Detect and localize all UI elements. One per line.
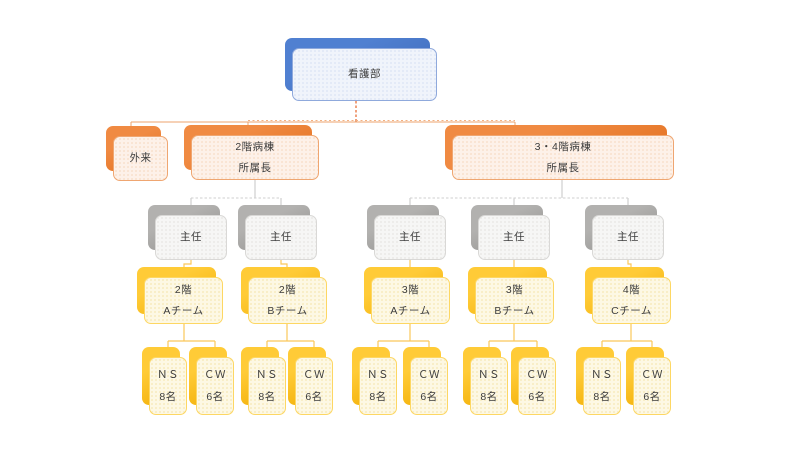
connector-team1-staff [167,324,216,357]
staff-role: ＮＳ [157,369,179,381]
staff-role: ＮＳ [591,369,613,381]
node-label: 主任 [503,231,525,244]
node-team-2f-a: 2階 Aチーム [137,267,223,324]
node-ward-3-4f: 3・4階病棟 所属長 [445,125,674,180]
node-card: ＮＳ 8名 [248,357,286,415]
node-card: ＮＳ 8名 [149,357,187,415]
node-staff-ns-4: ＮＳ 8名 [463,347,508,415]
staff-count: 8名 [480,390,498,403]
node-title: 4階 [622,283,641,296]
node-title: 2階病棟 [235,140,275,153]
node-staff-ns-3: ＮＳ 8名 [352,347,397,415]
node-label: 主任 [399,231,421,244]
staff-role: ＣＷ [204,369,226,381]
node-label: 看護部 [348,68,381,81]
connector-team4-staff [488,324,538,357]
node-team-3f-a: 3階 Aチーム [364,267,450,324]
node-team-4f-c: 4階 Cチーム [585,267,671,324]
node-card: 3・4階病棟 所属長 [452,135,674,180]
staff-role: ＣＷ [303,369,325,381]
node-title: 3・4階病棟 [534,140,592,153]
node-staff-cw-2: ＣＷ 6名 [288,347,333,415]
staff-role: ＮＳ [367,369,389,381]
node-subtitle: Bチーム [267,305,308,317]
staff-role: ＣＷ [526,369,548,381]
node-label: 主任 [617,231,639,244]
node-subtitle: Aチーム [163,305,204,317]
node-card: 2階 Aチーム [144,277,223,324]
node-card: ＮＳ 8名 [470,357,508,415]
node-outpatient: 外来 [106,126,168,181]
staff-count: 6名 [206,390,224,403]
node-chief-2: 主任 [238,205,317,260]
staff-role: ＮＳ [256,369,278,381]
node-nursing-dept: 看護部 [285,38,437,101]
node-card: 主任 [245,215,317,260]
node-title: 2階 [278,283,297,296]
node-staff-ns-5: ＮＳ 8名 [576,347,621,415]
staff-role: ＣＷ [418,369,440,381]
node-subtitle: Cチーム [611,305,652,317]
node-subtitle: 所属長 [238,162,272,174]
staff-count: 6名 [420,390,438,403]
node-staff-ns-2: ＮＳ 8名 [241,347,286,415]
connector-team5-staff [601,324,653,357]
staff-count: 8名 [369,390,387,403]
node-team-3f-b: 3階 Bチーム [468,267,554,324]
connector-team3-staff [377,324,430,357]
node-staff-ns-1: ＮＳ 8名 [142,347,187,415]
node-staff-cw-5: ＣＷ 6名 [626,347,671,415]
node-title: 3階 [505,283,524,296]
node-chief-4: 主任 [471,205,550,260]
node-label: 外来 [129,152,152,165]
node-chief-3: 主任 [367,205,446,260]
node-subtitle: Bチーム [494,305,535,317]
node-card: 主任 [374,215,446,260]
node-staff-cw-1: ＣＷ 6名 [189,347,234,415]
node-label: 主任 [180,231,202,244]
node-card: 4階 Cチーム [592,277,671,324]
node-card: 2階病棟 所属長 [191,135,319,180]
node-card: 主任 [592,215,664,260]
node-card: 主任 [155,215,227,260]
node-chief-1: 主任 [148,205,227,260]
connector-team2-staff [266,324,315,357]
node-card: ＣＷ 6名 [295,357,333,415]
node-team-2f-b: 2階 Bチーム [241,267,327,324]
staff-role: ＮＳ [478,369,500,381]
node-title: 3階 [401,283,420,296]
staff-role: ＣＷ [641,369,663,381]
node-card: 外来 [113,136,168,181]
node-card: ＮＳ 8名 [359,357,397,415]
node-ward-2f: 2階病棟 所属長 [184,125,319,180]
node-card: ＣＷ 6名 [633,357,671,415]
node-staff-cw-3: ＣＷ 6名 [403,347,448,415]
staff-count: 6名 [643,390,661,403]
node-card: 3階 Aチーム [371,277,450,324]
node-chief-5: 主任 [585,205,664,260]
staff-count: 8名 [593,390,611,403]
node-label: 主任 [270,231,292,244]
node-subtitle: 所属長 [546,162,580,174]
node-card: 2階 Bチーム [248,277,327,324]
staff-count: 6名 [305,390,323,403]
node-card: ＣＷ 6名 [518,357,556,415]
node-card: 3階 Bチーム [475,277,554,324]
node-title: 2階 [174,283,193,296]
staff-count: 6名 [528,390,546,403]
staff-count: 8名 [159,390,177,403]
node-staff-cw-4: ＣＷ 6名 [511,347,556,415]
node-card: 看護部 [292,48,437,101]
node-card: ＮＳ 8名 [583,357,621,415]
node-card: ＣＷ 6名 [196,357,234,415]
node-card: 主任 [478,215,550,260]
node-card: ＣＷ 6名 [410,357,448,415]
node-subtitle: Aチーム [390,305,431,317]
staff-count: 8名 [258,390,276,403]
